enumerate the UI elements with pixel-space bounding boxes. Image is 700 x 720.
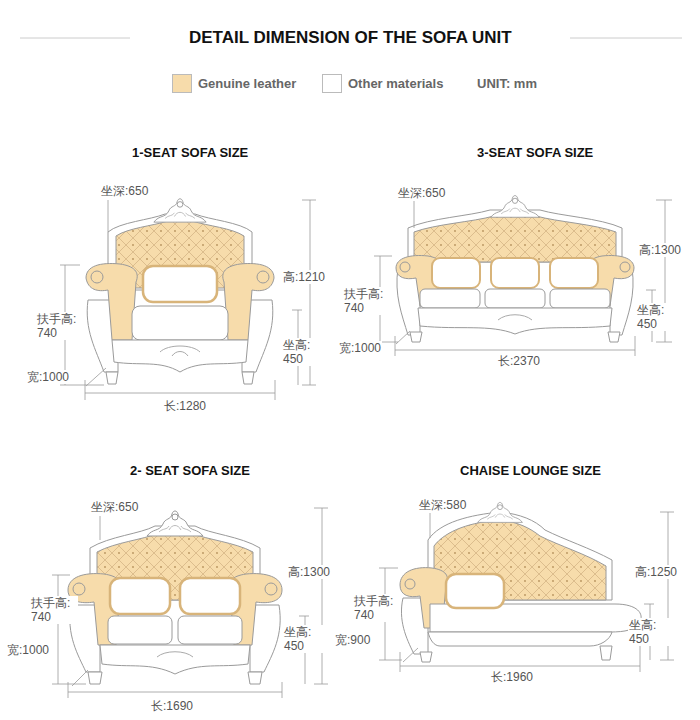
legend-swatch <box>322 74 342 93</box>
section-heading: 3-SEAT SOFA SIZE <box>476 145 594 161</box>
label-box: 扶手高: 740 <box>30 596 78 624</box>
two-seat-sofa <box>68 511 282 684</box>
dimension-label: 扶手高: 740 <box>36 312 84 340</box>
dimension-label: 坐高: 450 <box>636 303 684 331</box>
dimension-label: 高:1300 <box>638 243 682 257</box>
label-box: 坐深:650 <box>397 186 446 200</box>
dimension-label: 坐深:650 <box>397 186 446 200</box>
legend-entry: Other materials <box>322 74 443 93</box>
two-seat-dimension-lines <box>52 508 328 698</box>
label-box: 扶手高: 740 <box>353 594 401 622</box>
one-seat-sofa <box>86 199 274 384</box>
label-box: 2- SEAT SOFA SIZE <box>129 463 251 479</box>
dimension-label: 宽:1000 <box>26 370 70 384</box>
chaise-dimension-lines <box>379 512 674 672</box>
dimension-label: 宽:900 <box>334 633 371 647</box>
label-box: UNIT: mm <box>476 74 538 93</box>
dimension-label: 长:1690 <box>150 699 194 713</box>
label-box: 3-SEAT SOFA SIZE <box>476 145 594 161</box>
label-box: 坐高: 450 <box>282 338 330 366</box>
unit-note: UNIT: mm <box>476 74 538 93</box>
label-box: 长:2370 <box>497 354 541 368</box>
label-box: 高:1300 <box>638 243 682 257</box>
label-box: 长:1690 <box>150 699 194 713</box>
label-box: 宽:1000 <box>338 341 382 355</box>
label-box: 坐高: 450 <box>636 303 684 331</box>
label-box: 扶手高: 740 <box>343 287 391 315</box>
label-box: 1-SEAT SOFA SIZE <box>131 145 249 161</box>
dimension-label: 坐高: 450 <box>282 338 330 366</box>
dimension-label: 扶手高: 740 <box>353 594 401 622</box>
section-heading: 1-SEAT SOFA SIZE <box>131 145 249 161</box>
dimension-label: 高:1210 <box>282 270 326 284</box>
label-box: 长:1280 <box>163 399 207 413</box>
diagram-title: DETAIL DIMENSION OF THE SOFA UNIT <box>189 27 512 49</box>
label-box: 高:1250 <box>634 565 678 579</box>
label-box: 高:1210 <box>282 270 326 284</box>
dimension-label: 坐深:650 <box>90 500 139 514</box>
dimension-label: 坐深:650 <box>100 184 149 198</box>
label-box: CHAISE LOUNGE SIZE <box>459 463 602 479</box>
dimension-label: 长:1280 <box>163 399 207 413</box>
label-box: 坐高: 450 <box>283 625 331 653</box>
label-box: 宽:900 <box>334 633 371 647</box>
dimension-label: 坐深:580 <box>418 498 467 512</box>
label-box: 坐深:580 <box>418 498 467 512</box>
dimension-label: 长:2370 <box>497 354 541 368</box>
legend-text: Genuine leather <box>198 74 296 93</box>
dimension-label: 坐高: 450 <box>283 625 331 653</box>
dimension-label: 宽:1000 <box>6 643 50 657</box>
dimension-label: 高:1300 <box>287 565 331 579</box>
dimension-label: 坐高: 450 <box>628 618 676 646</box>
label-box: 宽:1000 <box>26 370 70 384</box>
dimension-label: 长:1960 <box>490 670 534 684</box>
one-seat-dimension-lines <box>60 200 316 400</box>
section-heading: CHAISE LOUNGE SIZE <box>459 463 602 479</box>
dimension-label: 扶手高: 740 <box>343 287 391 315</box>
label-box: 宽:1000 <box>6 643 50 657</box>
three-seat-dimension-lines <box>374 200 672 356</box>
label-box: 长:1960 <box>490 670 534 684</box>
label-box: 坐高: 450 <box>628 618 676 646</box>
label-box: 坐深:650 <box>100 184 149 198</box>
title-box: DETAIL DIMENSION OF THE SOFA UNIT <box>189 27 512 49</box>
legend-entry: Genuine leather <box>172 74 296 93</box>
legend-text: Other materials <box>348 74 443 93</box>
dimension-label: 宽:1000 <box>338 341 382 355</box>
label-box: 坐深:650 <box>90 500 139 514</box>
dimension-label: 扶手高: 740 <box>30 596 78 624</box>
section-heading: 2- SEAT SOFA SIZE <box>129 463 251 479</box>
legend-swatch <box>172 74 192 93</box>
chaise-lounge <box>400 502 641 662</box>
label-box: 扶手高: 740 <box>36 312 84 340</box>
dimension-label: 高:1250 <box>634 565 678 579</box>
three-seat-sofa <box>396 196 634 342</box>
label-box: 高:1300 <box>287 565 331 579</box>
